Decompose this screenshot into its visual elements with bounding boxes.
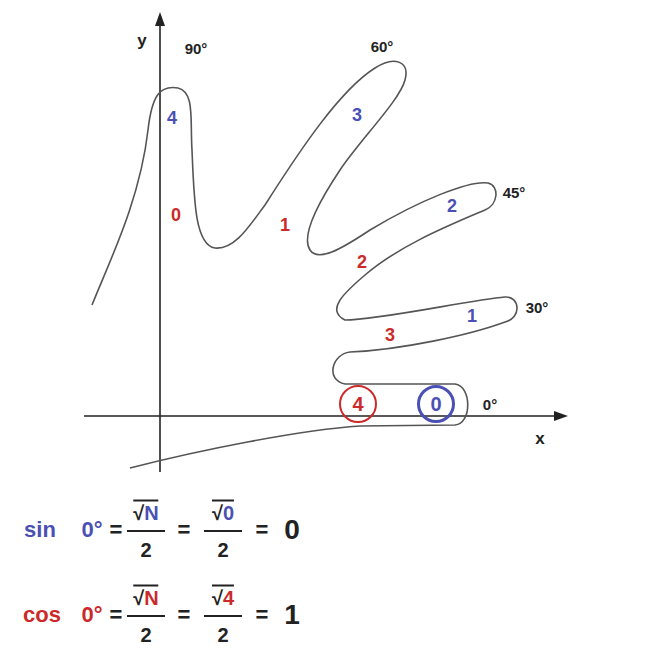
denominator: 2 bbox=[217, 625, 228, 645]
base-number: 1 bbox=[280, 216, 290, 234]
function-name: cos bbox=[23, 604, 61, 626]
equals-sign: = bbox=[110, 519, 123, 541]
x-axis-arrow bbox=[554, 411, 568, 421]
fraction-bar bbox=[127, 615, 165, 617]
tip-number: 3 bbox=[352, 106, 362, 124]
equals-sign: = bbox=[110, 604, 123, 626]
angle-label: 0° bbox=[483, 397, 497, 412]
equals-sign: = bbox=[178, 604, 191, 626]
hand-outline bbox=[92, 61, 517, 468]
circled-digit: 4 bbox=[351, 394, 364, 414]
tip-number: 4 bbox=[167, 109, 177, 127]
angle-value: 0° bbox=[81, 519, 102, 541]
denominator: 2 bbox=[217, 540, 228, 560]
numerator: √0 bbox=[212, 500, 234, 523]
equals-sign: = bbox=[256, 604, 269, 626]
denominator: 2 bbox=[140, 625, 151, 645]
axis-label: y bbox=[137, 32, 146, 49]
circled-number: 4 bbox=[339, 385, 377, 423]
angle-label: 45° bbox=[503, 185, 526, 200]
fraction-bar bbox=[204, 530, 242, 532]
circled-digit: 0 bbox=[429, 394, 442, 414]
y-axis-arrow bbox=[155, 12, 165, 26]
base-number: 2 bbox=[357, 253, 367, 271]
numerator: √N bbox=[133, 585, 158, 608]
function-name: sin bbox=[24, 519, 56, 541]
tip-number: 2 bbox=[447, 197, 457, 215]
fraction-bar bbox=[204, 615, 242, 617]
base-number: 3 bbox=[385, 326, 395, 344]
axis-label: x bbox=[535, 430, 544, 447]
fraction-bar bbox=[127, 530, 165, 532]
result-value: 1 bbox=[284, 601, 300, 629]
angle-value: 0° bbox=[81, 604, 102, 626]
equals-sign: = bbox=[178, 519, 191, 541]
tip-number: 1 bbox=[467, 307, 477, 325]
result-value: 0 bbox=[284, 516, 300, 544]
base-number: 0 bbox=[171, 206, 181, 224]
equals-sign: = bbox=[256, 519, 269, 541]
angle-label: 30° bbox=[526, 300, 549, 315]
circled-number: 0 bbox=[417, 385, 455, 423]
x-axis bbox=[84, 415, 556, 417]
angle-label: 60° bbox=[371, 39, 394, 54]
angle-label: 90° bbox=[185, 41, 208, 56]
denominator: 2 bbox=[140, 540, 151, 560]
numerator: √N bbox=[133, 500, 158, 523]
numerator: √4 bbox=[212, 585, 234, 608]
